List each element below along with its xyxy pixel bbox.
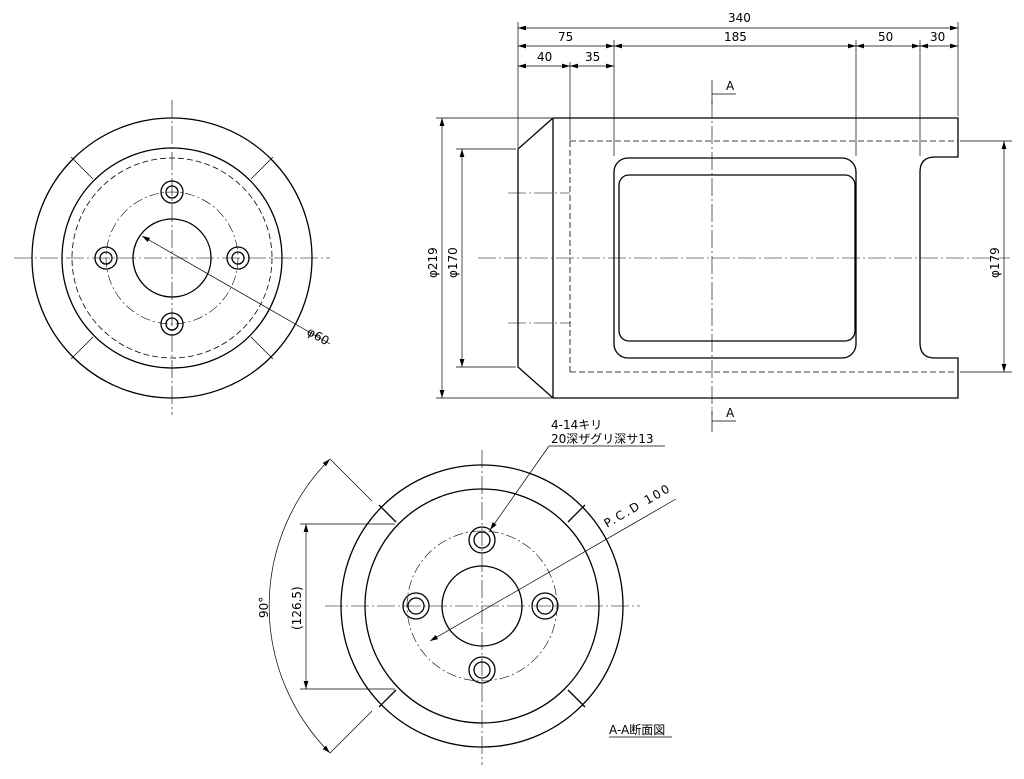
front-inner-rim-circle (61, 147, 283, 369)
section-slot-br (567, 689, 586, 708)
dim-219: φ219 (426, 247, 440, 278)
section-mark-top: A (726, 79, 735, 93)
section-mark-bottom: A (726, 406, 735, 420)
front-slot-bl (70, 336, 94, 360)
section-bolt-hole-top (468, 526, 496, 554)
section-bolt-hole-top-inner (473, 531, 491, 549)
side-outline (517, 117, 959, 399)
section-bolt-hole-bottom (468, 656, 496, 684)
front-bore-circle (132, 218, 212, 298)
angle-arc (268, 458, 331, 754)
angle-ext-bottom (329, 710, 373, 754)
front-hidden-circle (71, 157, 273, 359)
section-view: 90° (126.5) P.C.D 100 4-14キリ 20深ザグリ深サ13 … (257, 418, 677, 765)
front-bolt-hole-left-inner (99, 251, 113, 265)
front-pcd-circle (105, 191, 239, 325)
front-bolt-hole-bottom (160, 312, 184, 336)
dim-50: 50 (878, 30, 893, 44)
dim-340: 340 (728, 11, 751, 25)
section-inner-circle (364, 488, 600, 724)
pcd-label: P.C.D 100 (602, 481, 674, 531)
angle-ext-top (329, 458, 373, 502)
section-pcd-circle (406, 530, 558, 682)
section-bolt-hole-bottom-inner (473, 661, 491, 679)
front-bolt-hole-bottom-inner (165, 317, 179, 331)
hole-spec-line1: 4-14キリ (551, 418, 602, 432)
section-bolt-hole-left-inner (407, 597, 425, 615)
section-slot-bl (378, 689, 397, 708)
front-bolt-hole-right-inner (231, 251, 245, 265)
front-bolt-hole-right (226, 246, 250, 270)
front-bolt-hole-top-inner (165, 185, 179, 199)
section-title: A-A断面図 (609, 722, 665, 737)
dim-170: φ170 (446, 247, 460, 278)
section-slot-tl (378, 504, 397, 523)
angle-label: 90° (257, 597, 271, 618)
section-bolt-hole-right-inner (536, 597, 554, 615)
hole-spec-line2: 20深ザグリ深サ13 (551, 432, 654, 446)
dim-35: 35 (585, 50, 600, 64)
dim-40: 40 (537, 50, 552, 64)
section-outer-circle (340, 464, 624, 748)
front-slot-tr (250, 156, 274, 180)
side-view: A A 340 75 185 50 30 40 35 φ219 (426, 11, 1012, 432)
dia60-label: φ60 (305, 324, 332, 348)
dim-179: φ179 (988, 247, 1002, 278)
hole-callout-leader (489, 445, 550, 531)
section-bolt-hole-right (531, 592, 559, 620)
front-slot-br (250, 336, 274, 360)
dim-30: 30 (930, 30, 945, 44)
ref-126-label: (126.5) (290, 586, 304, 630)
dia60-leader (141, 235, 331, 345)
section-slot-tr (567, 504, 586, 523)
section-bore-circle (441, 565, 523, 647)
section-bolt-hole-left (402, 592, 430, 620)
front-outer-circle (31, 117, 313, 399)
dim-75: 75 (558, 30, 573, 44)
pcd-leader (429, 498, 677, 642)
front-bolt-hole-top (160, 180, 184, 204)
front-view: φ60 (14, 100, 332, 415)
dim-185: 185 (724, 30, 747, 44)
front-bolt-hole-left (94, 246, 118, 270)
front-slot-tl (70, 156, 94, 180)
